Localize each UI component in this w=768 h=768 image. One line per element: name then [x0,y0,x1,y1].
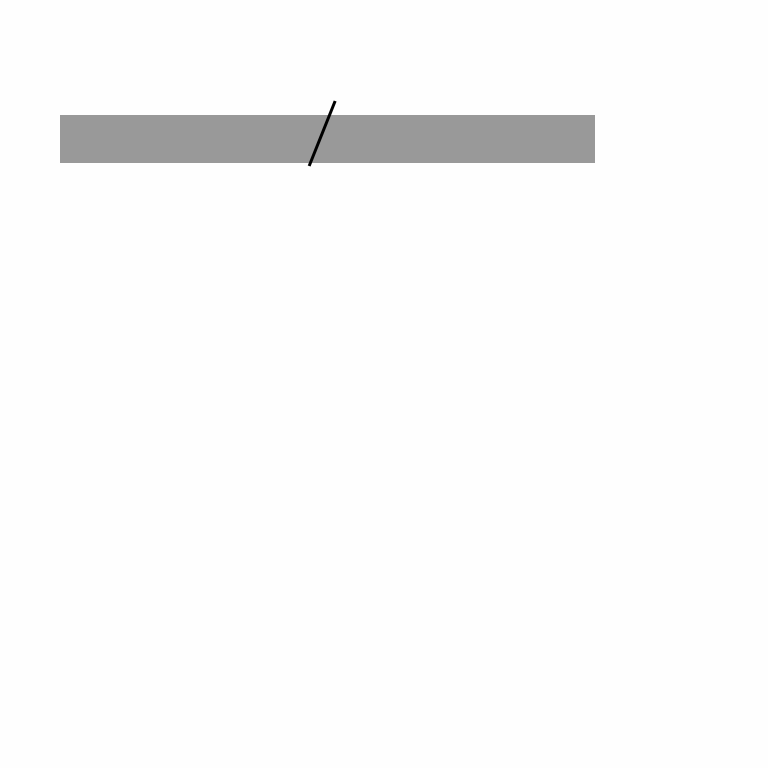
progress-bar-fill [60,115,595,163]
progress-bar[interactable] [60,115,595,163]
